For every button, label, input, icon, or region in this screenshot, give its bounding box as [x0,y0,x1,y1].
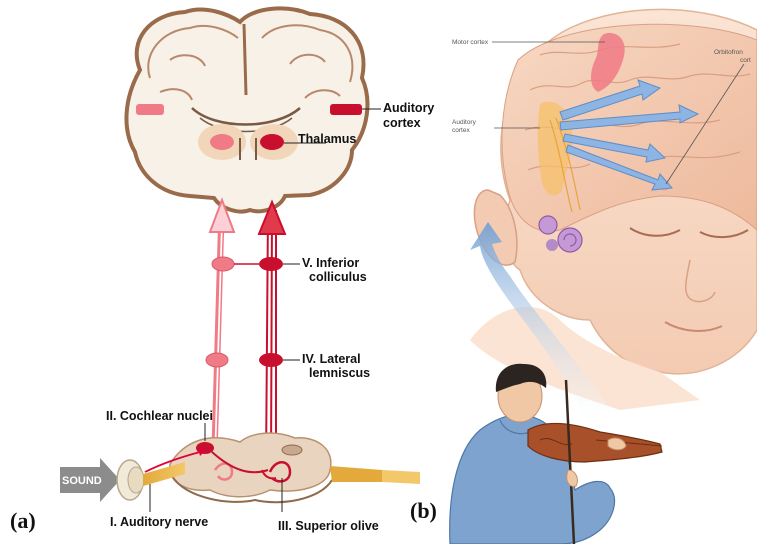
thalamus-left [210,134,234,150]
label-auditory-nerve: I. Auditory nerve [110,515,208,529]
thalamus-right [260,134,284,150]
panel-label-a: (a) [10,508,36,533]
lateral-lemniscus-left [206,353,228,367]
head-illustration [470,9,757,410]
brainstem-section [170,433,420,502]
label-inferior-colliculus-2: colliculus [309,270,367,284]
ascending-pathways [206,200,285,466]
label-lateral-lemniscus-1: IV. Lateral [302,352,361,366]
label-auditory-cortex-b-1: Auditory [452,119,477,126]
label-auditory-cortex-a-2: cortex [383,116,421,130]
label-inferior-colliculus-1: V. Inferior [302,256,359,270]
label-cochlear-nuclei: II. Cochlear nuclei [106,409,213,423]
brain-coronal-section [126,8,367,211]
auditory-cortex-left [136,104,164,115]
violin [528,423,662,462]
label-superior-olive: III. Superior olive [278,519,379,533]
inferior-colliculus-right [259,257,283,271]
auditory-cortex-right [330,104,362,115]
panel-a: SOUND Auditory cortex Thalamus V. Inferi… [10,8,434,533]
label-auditory-cortex-b-2: cortex [452,127,470,134]
panel-b: Motor cortex Orbitofron cort Auditory co… [410,9,757,544]
inferior-colliculus-left [212,257,234,271]
lateral-lemniscus-right [259,353,283,367]
label-lateral-lemniscus-2: lemniscus [309,366,370,380]
sound-label: SOUND [62,475,102,487]
label-motor-cortex: Motor cortex [452,39,489,46]
label-auditory-cortex-a-1: Auditory [383,101,434,115]
label-thalamus: Thalamus [298,132,356,146]
label-orbitofrontal-2: cort [740,57,751,64]
panel-label-b: (b) [410,498,437,523]
label-orbitofrontal-1: Orbitofron [714,49,743,56]
